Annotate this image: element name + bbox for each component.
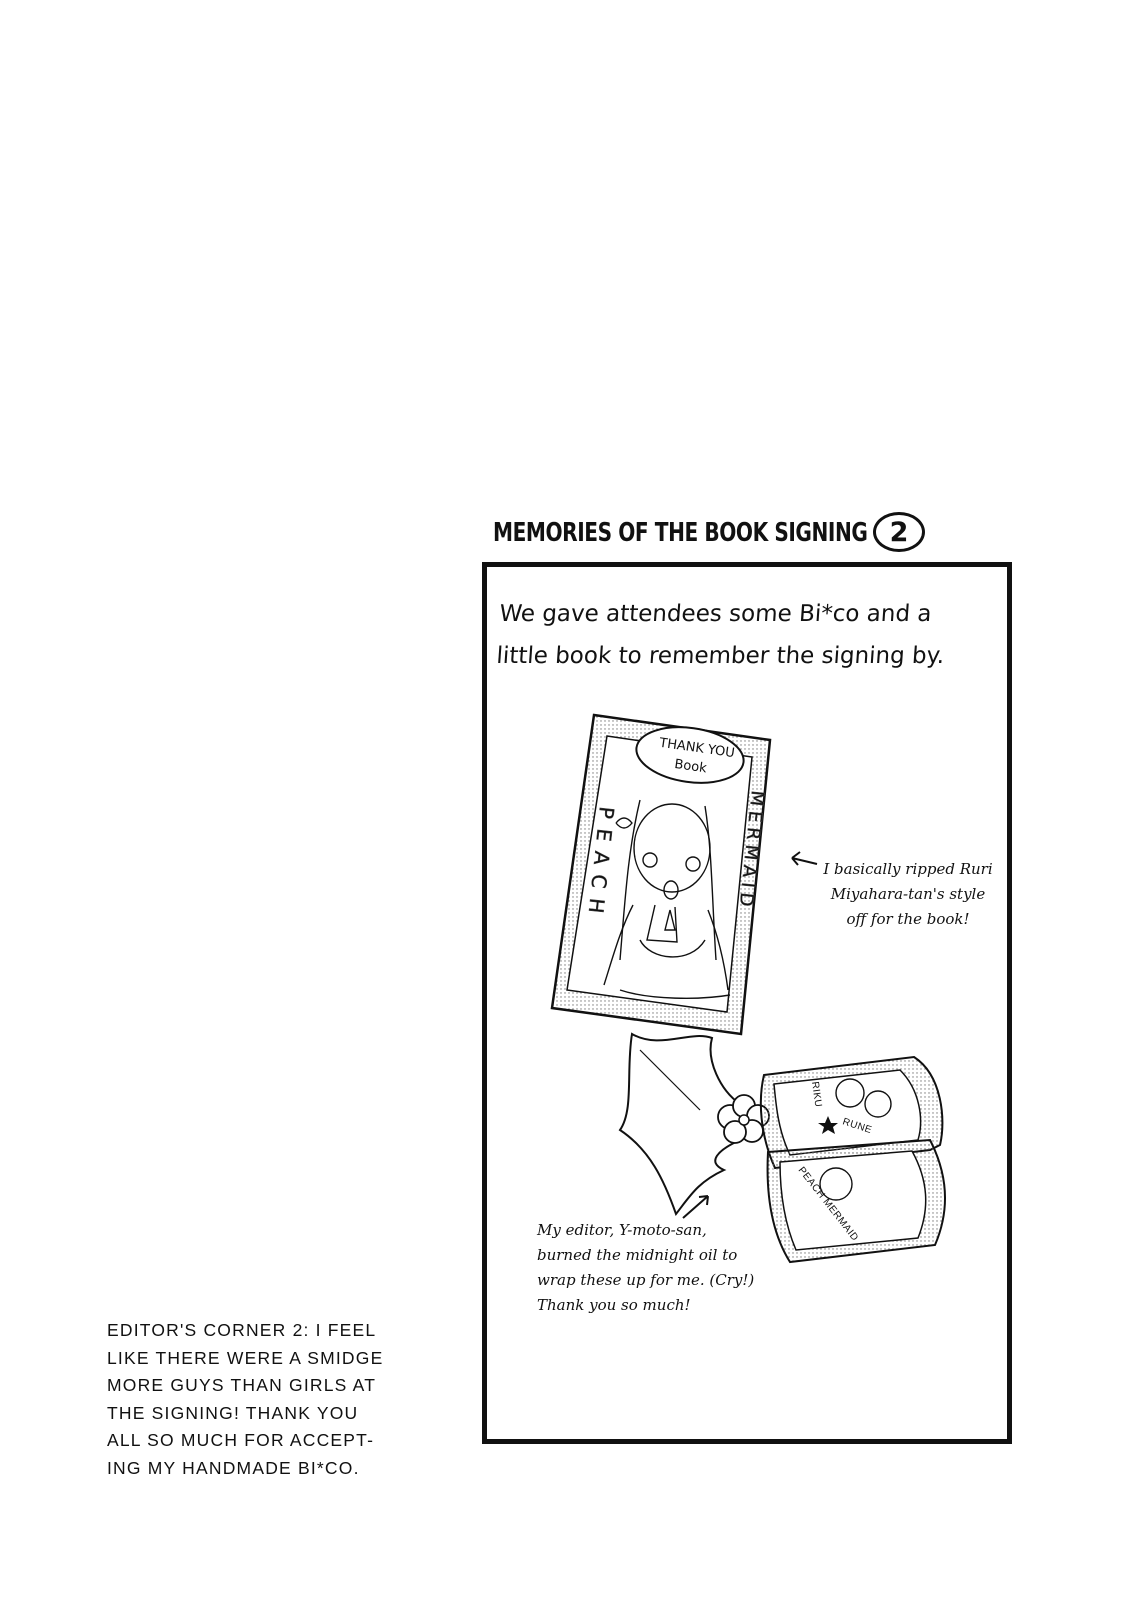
editor-corner-line-6: ING MY HANDMADE BI*CO. bbox=[107, 1457, 360, 1478]
content-frame bbox=[482, 562, 1012, 1444]
snack-note-line-3: wrap these up for me. (Cry!) bbox=[537, 1271, 755, 1289]
snack-note-line-2: burned the midnight oil to bbox=[537, 1246, 738, 1264]
book-note-line-3: off for the book! bbox=[846, 910, 970, 928]
intro-line-2: little book to remember the signing by. bbox=[495, 643, 946, 669]
book-note-line-2: Miyahara-tan's style bbox=[830, 885, 986, 903]
editor-corner: EDITOR'S CORNER 2: I FEEL LIKE THERE WER… bbox=[107, 1317, 407, 1482]
intro-line-1: We gave attendees some Bi*co and a bbox=[498, 601, 933, 627]
title-number-circle: 2 bbox=[873, 512, 925, 552]
title-number: 2 bbox=[889, 516, 909, 548]
editor-corner-line-4: THE SIGNING! THANK YOU bbox=[107, 1402, 359, 1423]
snack-note-line-1: My editor, Y-moto-san, bbox=[537, 1221, 707, 1239]
editor-corner-line-3: MORE GUYS THAN GIRLS AT bbox=[107, 1375, 377, 1395]
snack-note: My editor, Y-moto-san, burned the midnig… bbox=[537, 1218, 777, 1318]
editor-corner-line-1: EDITOR'S CORNER 2: I FEEL bbox=[107, 1320, 377, 1340]
editor-corner-line-5: ALL SO MUCH FOR ACCEPT- bbox=[107, 1430, 375, 1450]
book-note-line-1: I basically ripped Ruri bbox=[823, 860, 993, 878]
editor-corner-line-2: LIKE THERE WERE A SMIDGE bbox=[107, 1347, 384, 1368]
intro-text: We gave attendees some Bi*co and a littl… bbox=[495, 593, 971, 677]
page-title-wrap: MEMORIES OF THE BOOK SIGNING bbox=[493, 512, 928, 554]
snack-note-line-4: Thank you so much! bbox=[537, 1296, 691, 1314]
page-title: MEMORIES OF THE BOOK SIGNING bbox=[493, 518, 868, 548]
book-note: I basically ripped Ruri Miyahara-tan's s… bbox=[823, 857, 993, 932]
